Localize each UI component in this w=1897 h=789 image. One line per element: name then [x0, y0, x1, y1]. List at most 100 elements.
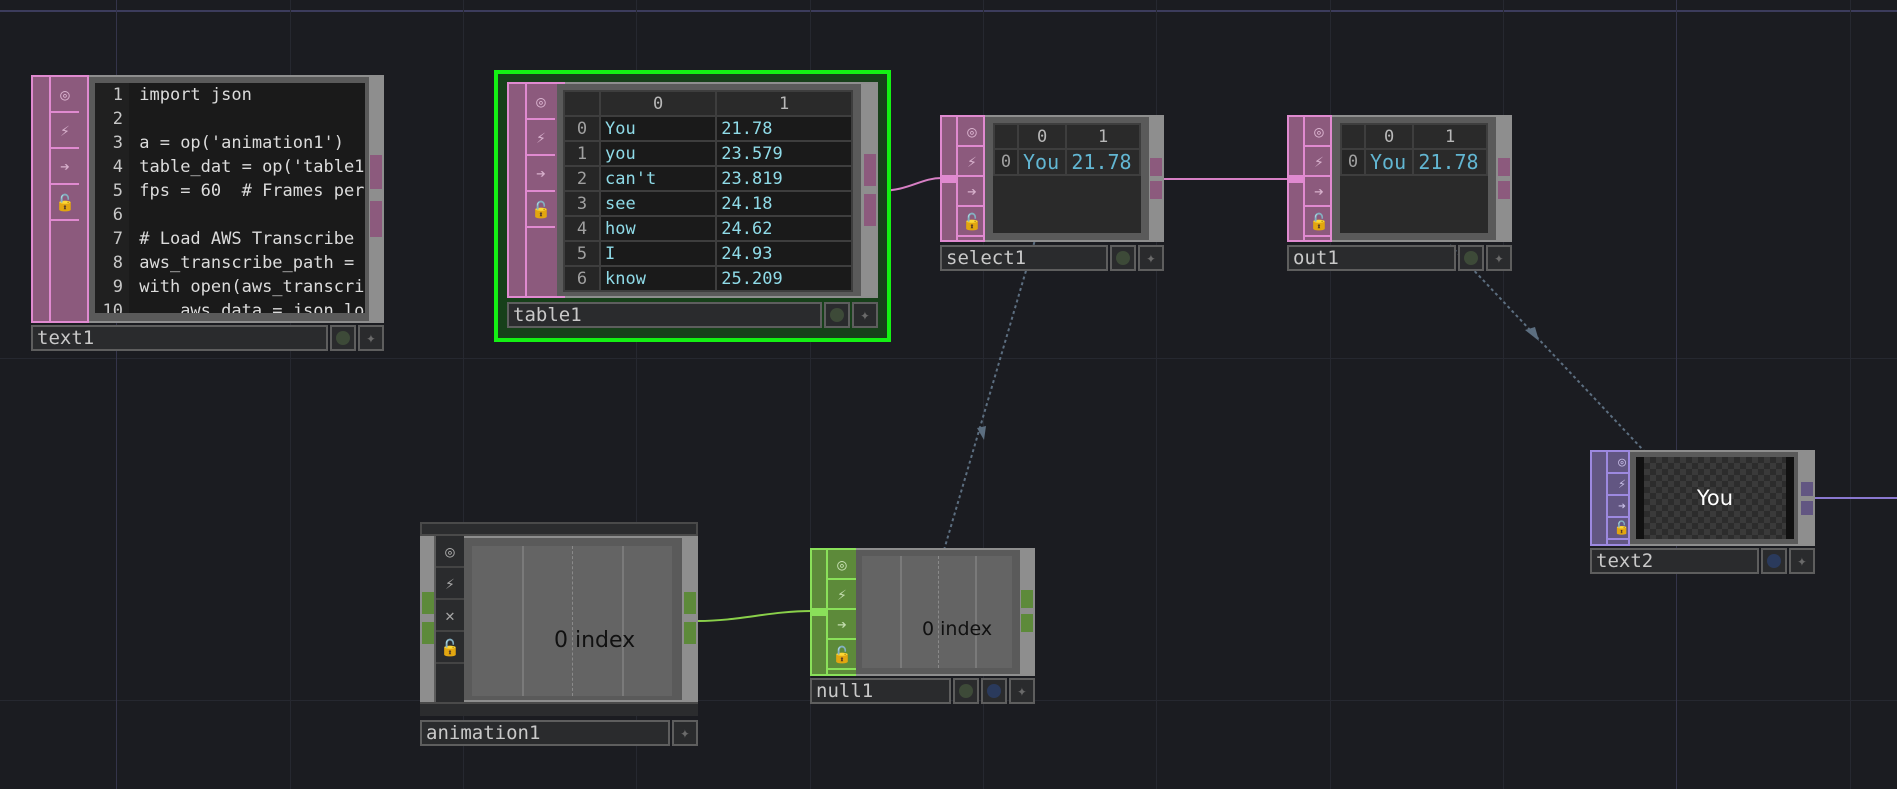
lock-icon[interactable]: 🔓 — [1608, 518, 1636, 540]
node-text1[interactable]: ◎ ⚡ ➔ 🔓 1 import json 2 3 a = op('animat… — [31, 75, 384, 352]
viewer-icon[interactable]: ◎ — [527, 84, 555, 120]
display-flag-button[interactable]: ✦ — [1138, 245, 1164, 271]
reference-arrow-icon — [1525, 327, 1539, 341]
node-name-field[interactable]: animation1 — [420, 720, 670, 746]
export-icon[interactable]: ➔ — [1305, 177, 1333, 207]
input-port[interactable] — [1289, 117, 1305, 240]
node-sidebar: ◎ ⚡ ➔ 🔓 — [1287, 115, 1333, 242]
display-flag-button[interactable]: ✦ — [358, 325, 384, 351]
node-name-field[interactable]: text1 — [31, 325, 328, 351]
lock-icon[interactable]: 🔓 — [1305, 207, 1333, 237]
node-name-field[interactable]: select1 — [940, 245, 1108, 271]
viewer-icon[interactable]: ◎ — [828, 550, 856, 580]
export-icon[interactable]: ➔ — [1608, 496, 1636, 518]
node-text2[interactable]: ◎ ⚡ ➔ 🔓 You text2 ✦ — [1590, 450, 1815, 574]
node-null1[interactable]: ◎ ⚡ ➔ 🔓 0 index null1 ✦ — [810, 548, 1035, 704]
bypass-icon[interactable]: ⚡ — [958, 147, 986, 177]
export-icon[interactable]: ➔ — [958, 177, 986, 207]
clone-flag-button[interactable] — [981, 678, 1007, 704]
bypass-icon[interactable]: ⚡ — [527, 120, 555, 156]
output-port[interactable] — [1498, 158, 1510, 176]
display-flag-button[interactable]: ✦ — [1486, 245, 1512, 271]
input-port[interactable] — [812, 550, 828, 674]
node-sidebar: ◎ ⚡ ➔ 🔓 — [1590, 450, 1636, 546]
code-viewer[interactable]: 1 import json 2 3 a = op('animation1') 4… — [89, 77, 369, 321]
export-icon[interactable]: ➔ — [828, 610, 856, 640]
grid-line — [0, 358, 1897, 359]
output-port[interactable] — [370, 201, 382, 237]
output-port[interactable] — [1498, 181, 1510, 199]
output-port[interactable] — [1021, 614, 1033, 632]
viewer-icon[interactable]: ◎ — [1305, 117, 1333, 147]
viewer-active-button[interactable] — [330, 325, 356, 351]
viewer-active-button[interactable] — [1458, 245, 1484, 271]
node-name-field[interactable]: table1 — [507, 302, 822, 328]
star-icon: ✦ — [1494, 248, 1504, 267]
channel-viewer[interactable]: 0 index — [856, 550, 1020, 674]
viewer-active-button[interactable] — [953, 678, 979, 704]
lock-icon[interactable]: 🔓 — [436, 632, 464, 664]
lock-icon[interactable]: 🔓 — [527, 192, 555, 228]
code-line: 1 import json — [95, 83, 365, 107]
output-port[interactable] — [684, 592, 696, 614]
bypass-icon[interactable]: ⚡ — [436, 568, 464, 600]
viewer-active-button[interactable] — [1761, 548, 1787, 574]
export-icon[interactable]: ➔ — [51, 149, 79, 185]
display-flag-button[interactable]: ✦ — [1789, 548, 1815, 574]
viewer-icon[interactable]: ◎ — [436, 536, 464, 568]
node-name-field[interactable]: out1 — [1287, 245, 1456, 271]
output-port[interactable] — [684, 622, 696, 644]
image-viewer[interactable]: You — [1630, 452, 1798, 544]
lock-icon[interactable]: 🔓 — [958, 207, 986, 237]
input-port[interactable] — [422, 592, 434, 614]
node-name-field[interactable]: text2 — [1590, 548, 1759, 574]
output-port[interactable] — [864, 154, 876, 186]
output-port[interactable] — [1150, 158, 1162, 176]
node-animation1[interactable]: ◎ ⚡ ✕ 🔓 0 index animation1 ✦ — [420, 522, 698, 748]
viewer-icon[interactable]: ◎ — [51, 77, 79, 113]
bypass-icon[interactable]: ⚡ — [1305, 147, 1333, 177]
export-icon[interactable]: ➔ — [527, 156, 555, 192]
close-icon[interactable]: ✕ — [436, 600, 464, 632]
viewer-active-button[interactable] — [824, 302, 850, 328]
viewer-icon[interactable]: ◎ — [1608, 452, 1636, 474]
viewer-active-button[interactable] — [1110, 245, 1136, 271]
output-port[interactable] — [1801, 482, 1813, 496]
display-flag-button[interactable]: ✦ — [672, 720, 698, 746]
node-name-field[interactable]: null1 — [810, 678, 951, 704]
bypass-icon[interactable]: ⚡ — [51, 113, 79, 149]
code-line: 9 with open(aws_transcri — [95, 275, 365, 299]
input-port[interactable] — [422, 622, 434, 644]
output-port[interactable] — [370, 155, 382, 189]
bypass-icon[interactable]: ⚡ — [1608, 474, 1636, 496]
input-port[interactable] — [942, 117, 958, 240]
output-port[interactable] — [1021, 590, 1033, 608]
lock-icon[interactable]: 🔓 — [51, 185, 79, 221]
bypass-icon[interactable]: ⚡ — [828, 580, 856, 610]
channel-viewer[interactable]: 0 index — [464, 538, 682, 700]
output-port[interactable] — [864, 194, 876, 226]
grid-line — [1330, 0, 1331, 789]
output-port[interactable] — [1150, 181, 1162, 199]
viewer-icon[interactable]: ◎ — [958, 117, 986, 147]
output-port[interactable] — [1801, 501, 1813, 515]
display-flag-button[interactable]: ✦ — [852, 302, 878, 328]
lock-icon[interactable]: 🔓 — [828, 640, 856, 670]
display-flag-button[interactable]: ✦ — [1009, 678, 1035, 704]
